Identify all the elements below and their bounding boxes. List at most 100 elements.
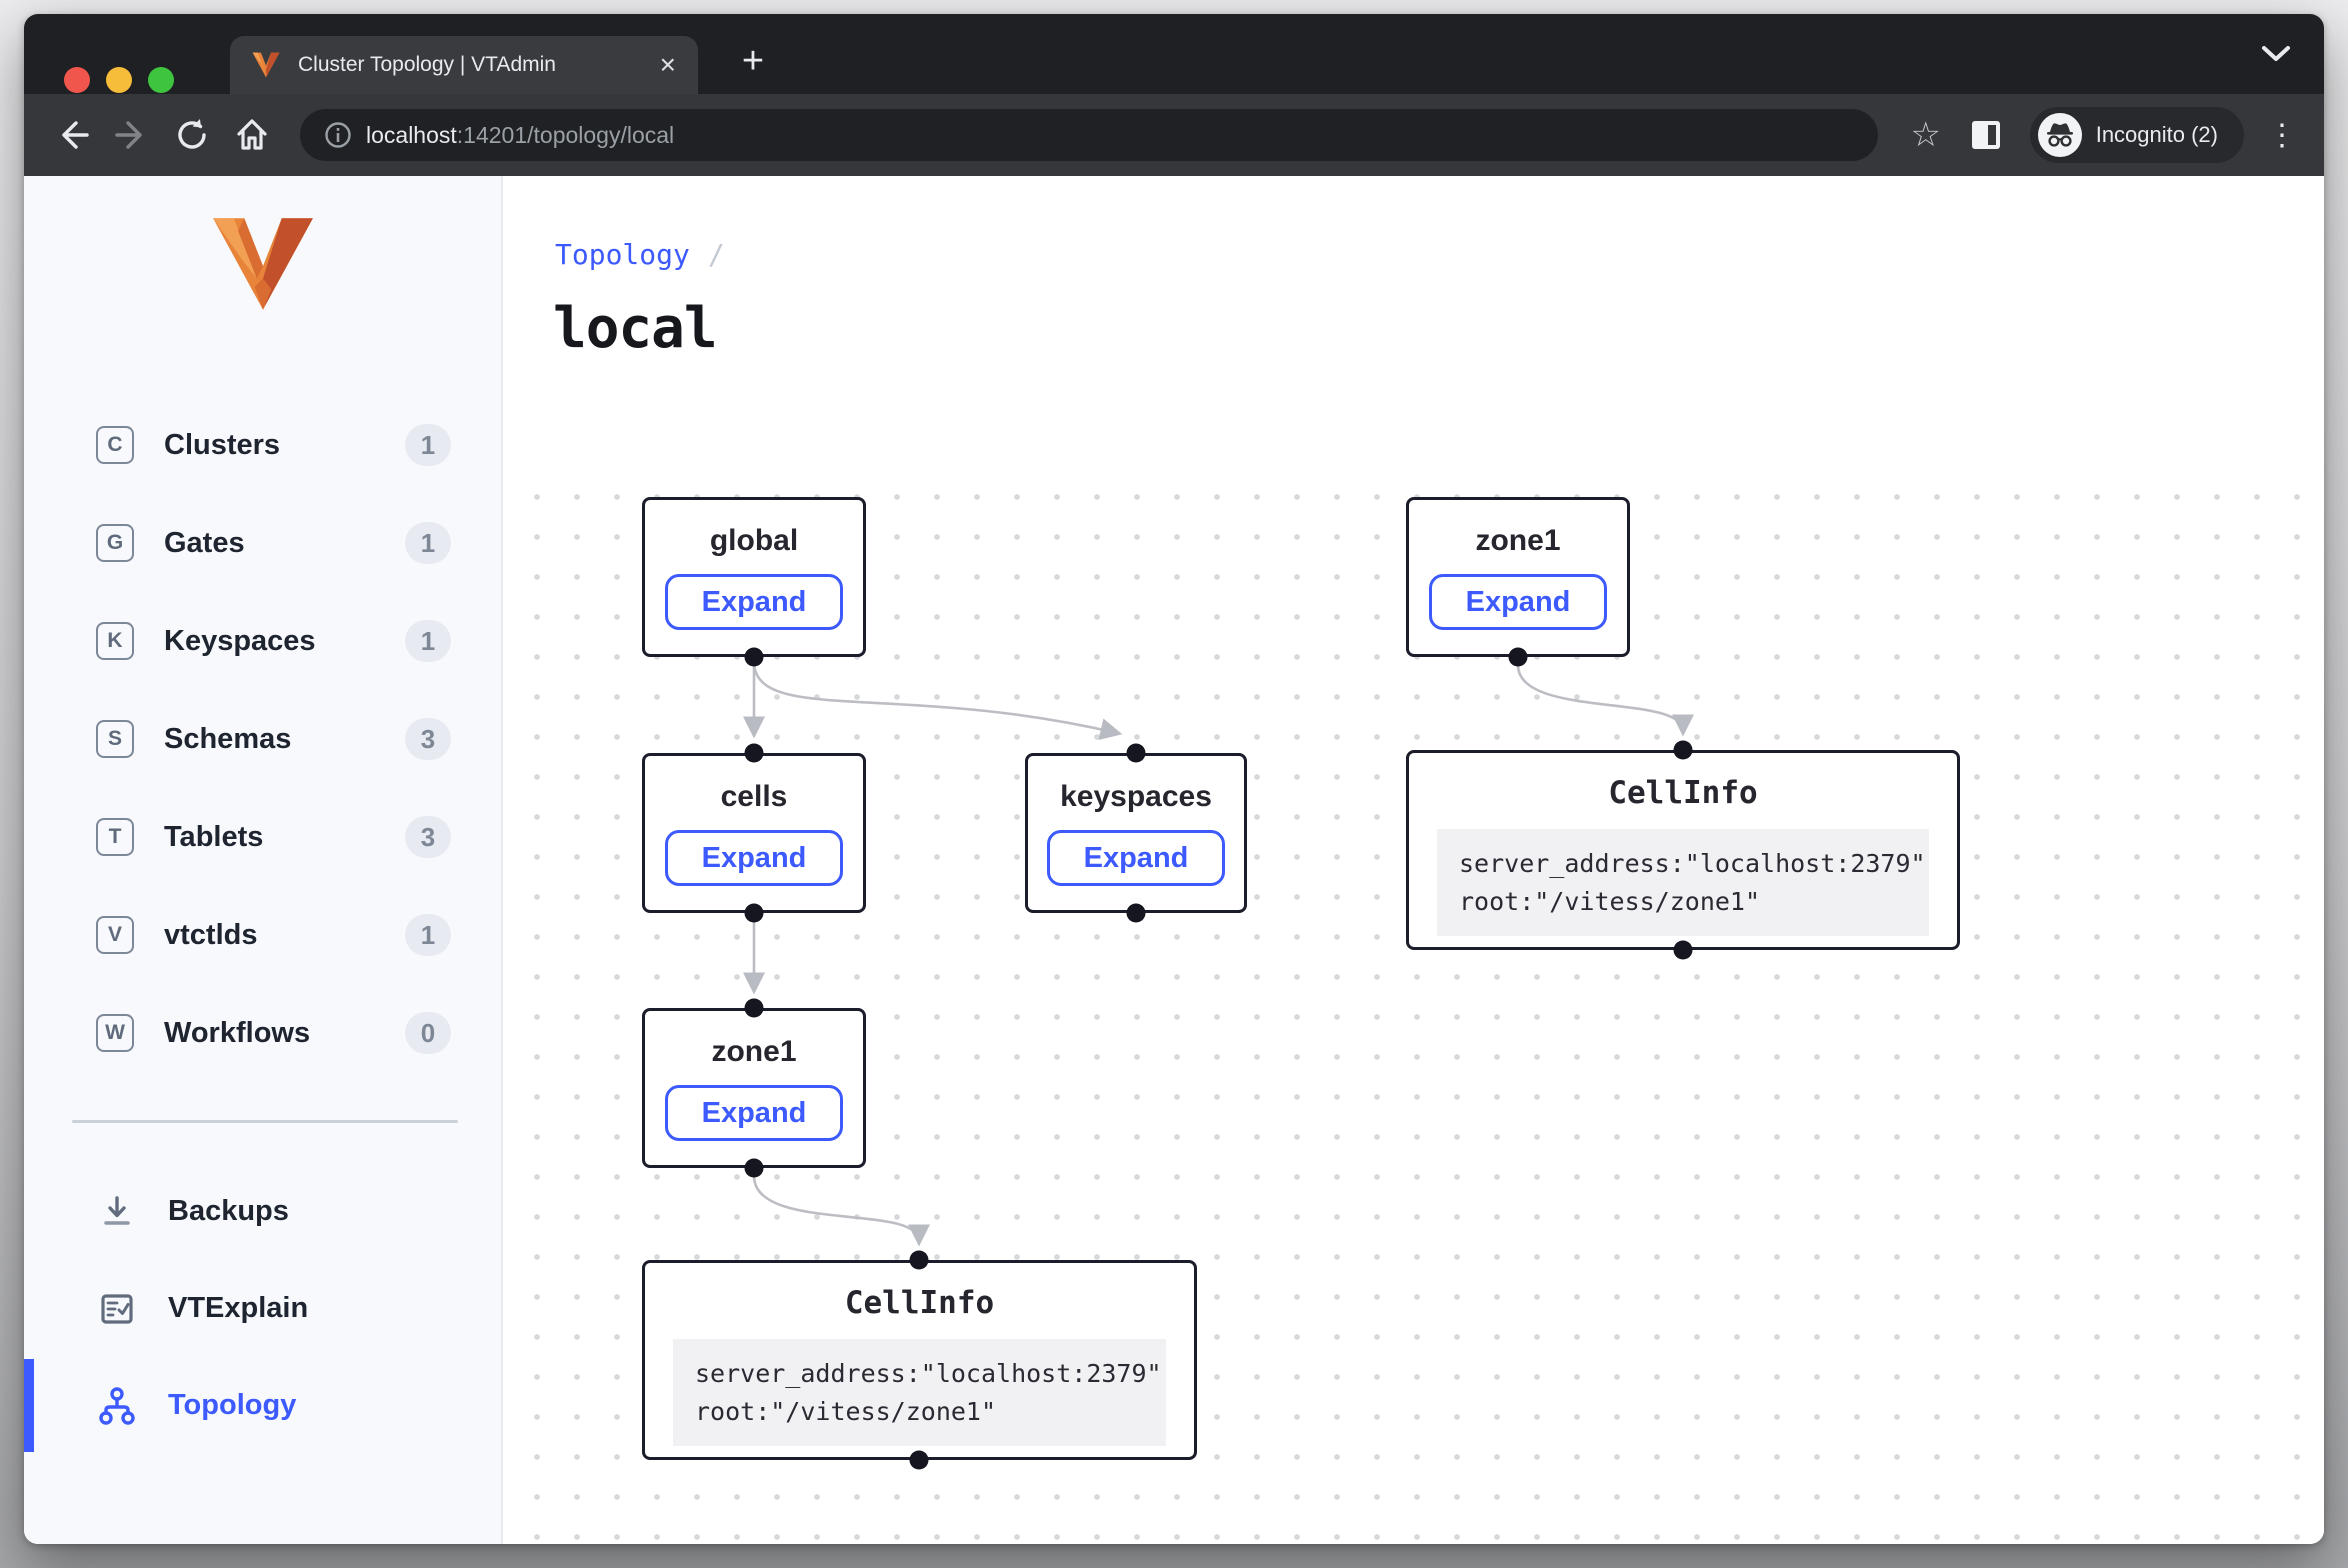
sidebar-item-vtctlds[interactable]: V vtctlds 1 [24, 886, 501, 984]
url-path: :14201/topology/local [456, 121, 675, 148]
port-dot [744, 743, 764, 763]
breadcrumb: Topology/ [555, 238, 725, 271]
port-dot [909, 1250, 929, 1270]
node-zone1-bottom: zone1 Expand [642, 1008, 866, 1168]
sidebar-item-label: Schemas [164, 722, 292, 755]
clusters-icon: C [96, 426, 134, 464]
sidebar-item-clusters[interactable]: C Clusters 1 [24, 396, 501, 494]
expand-button[interactable]: Expand [664, 829, 844, 887]
sidebar-item-label: Backups [168, 1195, 289, 1227]
edge-zone1-cellinfo-bottom [752, 1175, 930, 1247]
breadcrumb-topology-link[interactable]: Topology [555, 238, 690, 271]
tab-strip: Cluster Topology | VTAdmin × + [24, 14, 2324, 94]
node-keyspaces: keyspaces Expand [1025, 753, 1247, 913]
sidebar-item-label: vtctlds [164, 918, 258, 951]
sidebar-item-backups[interactable]: Backups [24, 1163, 501, 1260]
browser-toolbar: localhost:14201/topology/local ☆ Incogni… [24, 94, 2324, 176]
node-title: CellInfo [844, 1285, 995, 1321]
count-badge: 0 [405, 1012, 451, 1054]
port-dot [1508, 647, 1528, 667]
node-zone1-top: zone1 Expand [1406, 497, 1630, 657]
sidebar-item-topology[interactable]: Topology [24, 1357, 501, 1454]
node-title: CellInfo [1608, 775, 1758, 811]
node-cellinfo-right: CellInfo server_address:"localhost:2379"… [1406, 750, 1960, 950]
graph-edges [742, 664, 1694, 1247]
reload-icon[interactable] [166, 109, 218, 161]
count-badge: 1 [405, 424, 451, 466]
port-dot [909, 1450, 929, 1470]
port-dot [744, 998, 764, 1018]
node-cellinfo-bottom: CellInfo server_address:"localhost:2379"… [642, 1260, 1197, 1460]
side-panel-icon[interactable] [1960, 109, 2012, 161]
sidebar-item-label: Gates [164, 526, 245, 559]
sidebar-item-label: Topology [168, 1389, 297, 1421]
vitess-favicon [252, 52, 280, 78]
count-badge: 3 [405, 816, 451, 858]
incognito-label: Incognito (2) [2095, 122, 2218, 147]
bookmark-star-icon[interactable]: ☆ [1910, 116, 1941, 154]
port-dot [744, 647, 764, 667]
gates-icon: G [96, 524, 134, 562]
count-badge: 1 [405, 914, 451, 956]
download-icon [96, 1191, 138, 1233]
sidebar-item-tablets[interactable]: T Tablets 3 [24, 788, 501, 886]
node-title: global [709, 523, 799, 557]
sidebar-nav-primary: C Clusters 1 G Gates 1 K Keyspaces 1 S S… [24, 396, 501, 1082]
code-line: root:"/vitess/zone1" [1459, 886, 1761, 916]
close-window-button[interactable] [64, 67, 90, 93]
info-icon[interactable] [324, 121, 352, 149]
node-title: zone1 [1475, 523, 1561, 557]
zoom-window-button[interactable] [148, 67, 174, 93]
vitess-logo[interactable] [24, 216, 501, 312]
sidebar-item-keyspaces[interactable]: K Keyspaces 1 [24, 592, 501, 690]
sidebar-nav-secondary: Backups VTExplain Topology [24, 1163, 501, 1454]
vtctlds-icon: V [96, 916, 134, 954]
expand-button[interactable]: Expand [1428, 573, 1608, 631]
tablets-icon: T [96, 818, 134, 856]
home-icon[interactable] [226, 109, 278, 161]
sidebar-item-label: Workflows [164, 1016, 311, 1049]
port-dot [744, 1158, 764, 1178]
keyspaces-icon: K [96, 622, 134, 660]
incognito-badge[interactable]: Incognito (2) [2029, 107, 2244, 163]
url-bar[interactable]: localhost:14201/topology/local [300, 109, 1878, 161]
new-tab-button[interactable]: + [741, 40, 765, 82]
incognito-icon [2037, 113, 2082, 157]
sidebar-item-vtexplain[interactable]: VTExplain [24, 1260, 501, 1357]
sidebar-item-label: Clusters [164, 428, 281, 461]
sidebar-item-label: VTExplain [168, 1292, 309, 1324]
page-title: local [553, 296, 718, 361]
sidebar-item-label: Tablets [164, 820, 264, 853]
url-text: localhost:14201/topology/local [366, 122, 674, 149]
sidebar-item-workflows[interactable]: W Workflows 0 [24, 984, 501, 1082]
window-controls [64, 67, 174, 93]
cellinfo-code: server_address:"localhost:2379" root:"/v… [1437, 829, 1929, 936]
code-line: server_address:"localhost:2379" [1459, 849, 1926, 878]
expand-button[interactable]: Expand [664, 1084, 844, 1142]
port-dot [1673, 940, 1693, 960]
edge-global-keyspaces [752, 664, 1123, 740]
browser-menu-icon[interactable]: ⋮ [2267, 118, 2297, 152]
browser-window: Cluster Topology | VTAdmin × + localhost… [24, 14, 2324, 1544]
code-line: root:"/vitess/zone1" [695, 1396, 997, 1426]
document-check-icon [96, 1288, 138, 1330]
active-indicator [24, 1359, 34, 1452]
count-badge: 3 [405, 718, 451, 760]
code-line: server_address:"localhost:2379" [695, 1359, 1162, 1388]
expand-button[interactable]: Expand [1046, 829, 1226, 887]
minimize-window-button[interactable] [106, 67, 132, 93]
sidebar-item-schemas[interactable]: S Schemas 3 [24, 690, 501, 788]
browser-tab[interactable]: Cluster Topology | VTAdmin × [230, 36, 698, 94]
chevron-down-icon[interactable] [2258, 42, 2294, 71]
expand-button[interactable]: Expand [664, 573, 844, 631]
tab-close-icon[interactable]: × [659, 49, 676, 80]
count-badge: 1 [405, 522, 451, 564]
node-cells: cells Expand [642, 753, 866, 913]
topology-canvas[interactable]: global Expand zone1 Expand cells Expand … [503, 471, 2324, 1544]
node-title: keyspaces [1060, 779, 1212, 813]
sidebar-item-gates[interactable]: G Gates 1 [24, 494, 501, 592]
port-dot [1126, 743, 1146, 763]
back-icon[interactable] [46, 109, 98, 161]
main-panel: Topology/ local [503, 176, 2324, 1544]
forward-icon[interactable] [106, 109, 158, 161]
